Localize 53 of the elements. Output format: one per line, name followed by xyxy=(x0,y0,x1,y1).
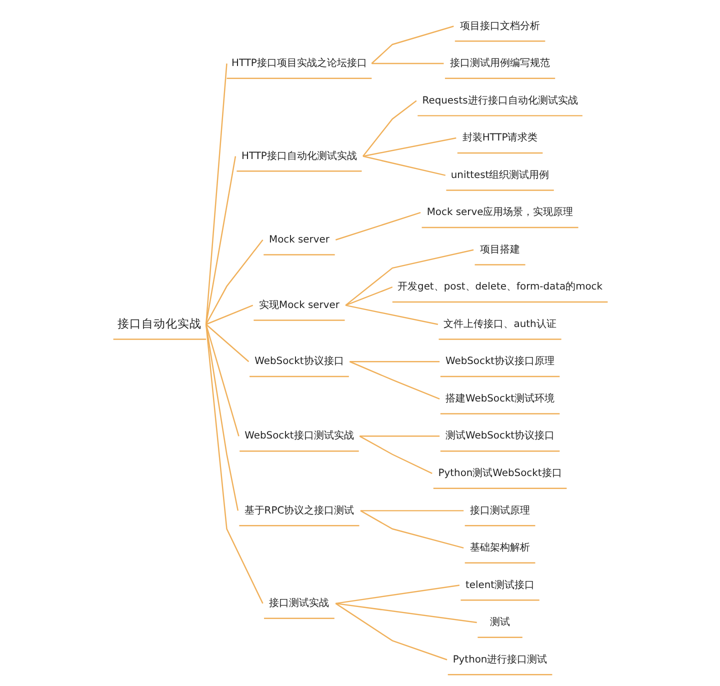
node-text: 测试WebSockt协议接口 xyxy=(444,430,554,442)
connector xyxy=(370,26,454,64)
connector xyxy=(335,602,476,624)
node-text: 开发get、post、delete、form-data的mock xyxy=(397,282,602,293)
node-text: 项目接口文档分析 xyxy=(460,20,540,32)
connector xyxy=(371,62,444,64)
connector xyxy=(360,510,464,549)
connector xyxy=(334,602,447,660)
node-text: 接口测试用例编写规范 xyxy=(450,58,550,70)
node-text: Python进行接口测试 xyxy=(452,654,547,666)
node-text: WebSockt协议接口 xyxy=(254,356,344,368)
connector xyxy=(349,361,440,362)
node-text: 接口自动化实战 xyxy=(117,316,202,330)
connector xyxy=(204,63,227,324)
connector xyxy=(358,436,432,474)
connector xyxy=(204,324,239,436)
node-text: Python测试WebSockt接口 xyxy=(438,468,562,479)
connector xyxy=(344,249,474,306)
node-text: 文件上传接口、auth认证 xyxy=(443,318,556,330)
connector xyxy=(334,212,420,240)
node-text: 项目搭建 xyxy=(480,244,520,256)
node-text: 接口测试原理 xyxy=(470,505,530,516)
node-text: HTTP接口自动化测试实战 xyxy=(241,150,356,162)
node-text: 测试 xyxy=(490,617,510,628)
connector xyxy=(344,304,438,325)
node-text: WebSockt接口测试实战 xyxy=(244,430,354,442)
node-text: 搭建WebSockt测试环境 xyxy=(444,393,554,404)
connector xyxy=(349,361,440,400)
node-text: WebSockt协议接口原理 xyxy=(444,356,554,368)
node-text: 封装HTTP请求类 xyxy=(462,132,538,144)
node-text: unittest组织测试用例 xyxy=(450,170,549,181)
node-text: 基础架构解析 xyxy=(470,542,530,554)
node-text: 基于RPC协议之接口测试 xyxy=(244,505,354,516)
connector xyxy=(362,137,456,157)
node-text: telent测试接口 xyxy=(465,580,534,591)
connector xyxy=(335,584,460,604)
connector xyxy=(205,304,253,325)
connector xyxy=(204,324,263,604)
node-text: HTTP接口项目实战之论坛接口 xyxy=(231,58,366,70)
node-text: 实现Mock server xyxy=(258,300,339,311)
connector xyxy=(205,324,249,362)
node-text: Requests进行接口自动化测试实战 xyxy=(422,95,578,106)
connector xyxy=(362,156,446,176)
connector xyxy=(205,240,263,325)
connector xyxy=(359,436,440,437)
node-text: 接口测试实战 xyxy=(268,598,329,610)
connector xyxy=(204,156,236,324)
node-text: Mock serve应用场景，实现原理 xyxy=(426,207,573,218)
connector xyxy=(204,324,238,511)
connector xyxy=(362,100,416,157)
connector xyxy=(360,510,464,512)
connector xyxy=(344,286,392,306)
node-text: Mock server xyxy=(268,234,329,246)
